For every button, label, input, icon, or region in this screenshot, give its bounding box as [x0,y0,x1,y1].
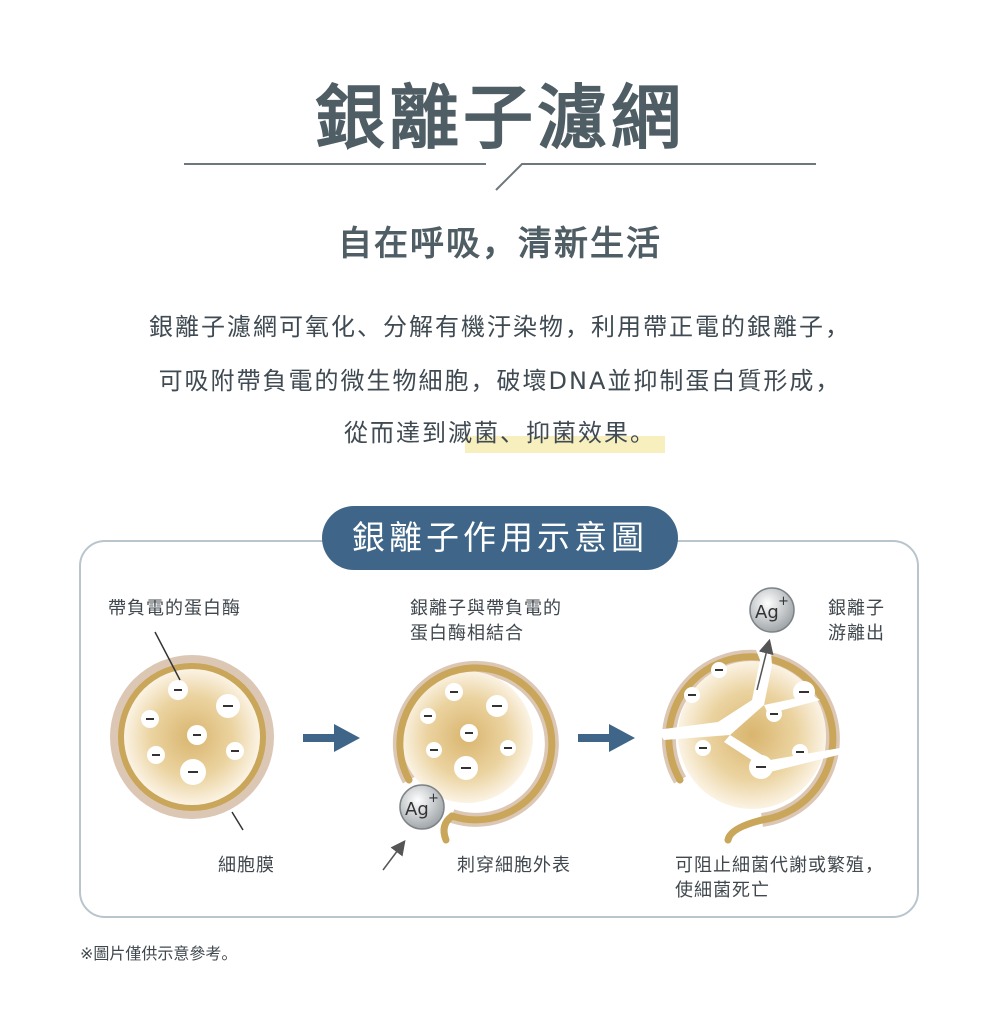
label-pierce: 刺穿細胞外表 [457,855,571,876]
ion-symbol-released: Ag [755,602,779,623]
label-stop-line-1: 可阻止細菌代謝或繁殖， [675,855,884,876]
label-bind-line-1: 銀離子與帶負電的 [410,598,562,619]
release-arrow [756,638,774,691]
label-bind-line-2: 蛋白酶相結合 [410,623,524,644]
charge-signs-1 [146,689,239,773]
label-stop-line-2: 使細菌死亡 [675,880,770,901]
ion-charge-bound: + [428,791,439,806]
label-release-line-2: 游離出 [828,623,885,644]
description-line-2: 可吸附帶負電的微生物細胞，破壞DNA並抑制蛋白質形成， [158,367,842,395]
ion-symbol-bound: Ag [405,799,429,820]
footnote: ※圖片僅供示意參考。 [80,944,238,963]
diagram-heading: 銀離子作用示意圖 [322,506,678,570]
description-line-1: 銀離子濾網可氧化、分解有機汙染物，利用帶正電的銀離子， [149,313,851,341]
pierce-arrow [382,840,406,871]
subtitle: 自在呼吸，清新生活 [338,224,662,264]
silver-ion-released [749,587,795,633]
membrane-leader-line [231,811,244,831]
enzyme-leader-line [154,631,181,681]
flow-arrow-1 [303,724,360,752]
flow-arrow-2 [578,724,635,752]
label-cell-membrane: 細胞膜 [218,855,275,876]
ion-charge-released: + [778,594,789,609]
charge-signs-3 [688,669,809,768]
charge-signs-2 [424,691,512,769]
label-negative-enzyme: 帶負電的蛋白酶 [108,598,241,619]
silver-ion-bound [399,784,445,830]
ruptured-cell [656,640,850,844]
highlight-mark [465,436,665,453]
description-line-3: 從而達到滅菌、抑菌效果。 [344,419,656,447]
label-release-line-1: 銀離子 [828,598,885,619]
page-title: 銀離子濾網 [315,77,685,159]
